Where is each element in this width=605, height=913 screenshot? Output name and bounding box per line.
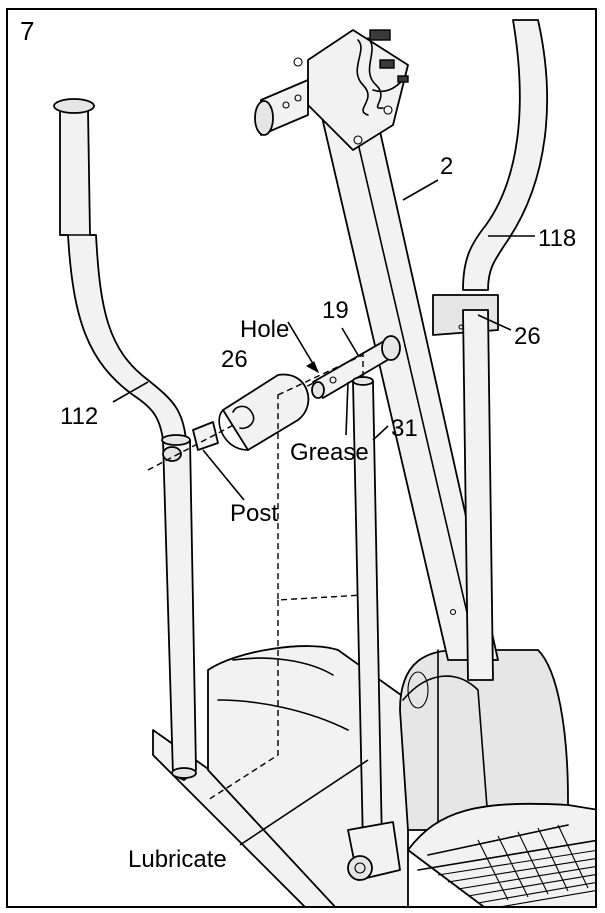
left-handlebar [53,98,187,441]
right-handlebar [462,19,548,291]
console-wires [356,29,409,116]
label-hole: Hole [240,316,289,343]
label-part-26-left: 26 [221,346,248,373]
diagram-frame: 7 [6,8,597,908]
label-part-26-right: 26 [514,323,541,350]
label-grease: Grease [290,439,369,466]
bushing [218,373,310,451]
leader-lines [112,179,535,846]
label-post: Post [230,500,278,527]
label-part-2: 2 [440,153,453,180]
post [162,421,219,462]
callout-labels: 2 118 26 19 Hole 26 112 Grease Post 31 L… [60,153,576,873]
label-part-112: 112 [60,403,98,430]
assembly-drawing: 2 118 26 19 Hole 26 112 Grease Post 31 L… [53,19,595,906]
label-part-118: 118 [538,225,576,252]
right-cross-tube [432,294,499,681]
label-lubricate: Lubricate [128,846,227,873]
shroud [399,649,569,831]
label-part-19: 19 [322,297,349,324]
step-number: 7 [20,16,35,46]
axle [311,335,401,399]
pedal-treads [437,824,595,906]
assembly-axis [147,369,339,471]
label-part-31: 31 [391,415,418,442]
left-lower-tube [161,434,197,781]
pedal [407,802,595,906]
post-31 [347,376,401,881]
